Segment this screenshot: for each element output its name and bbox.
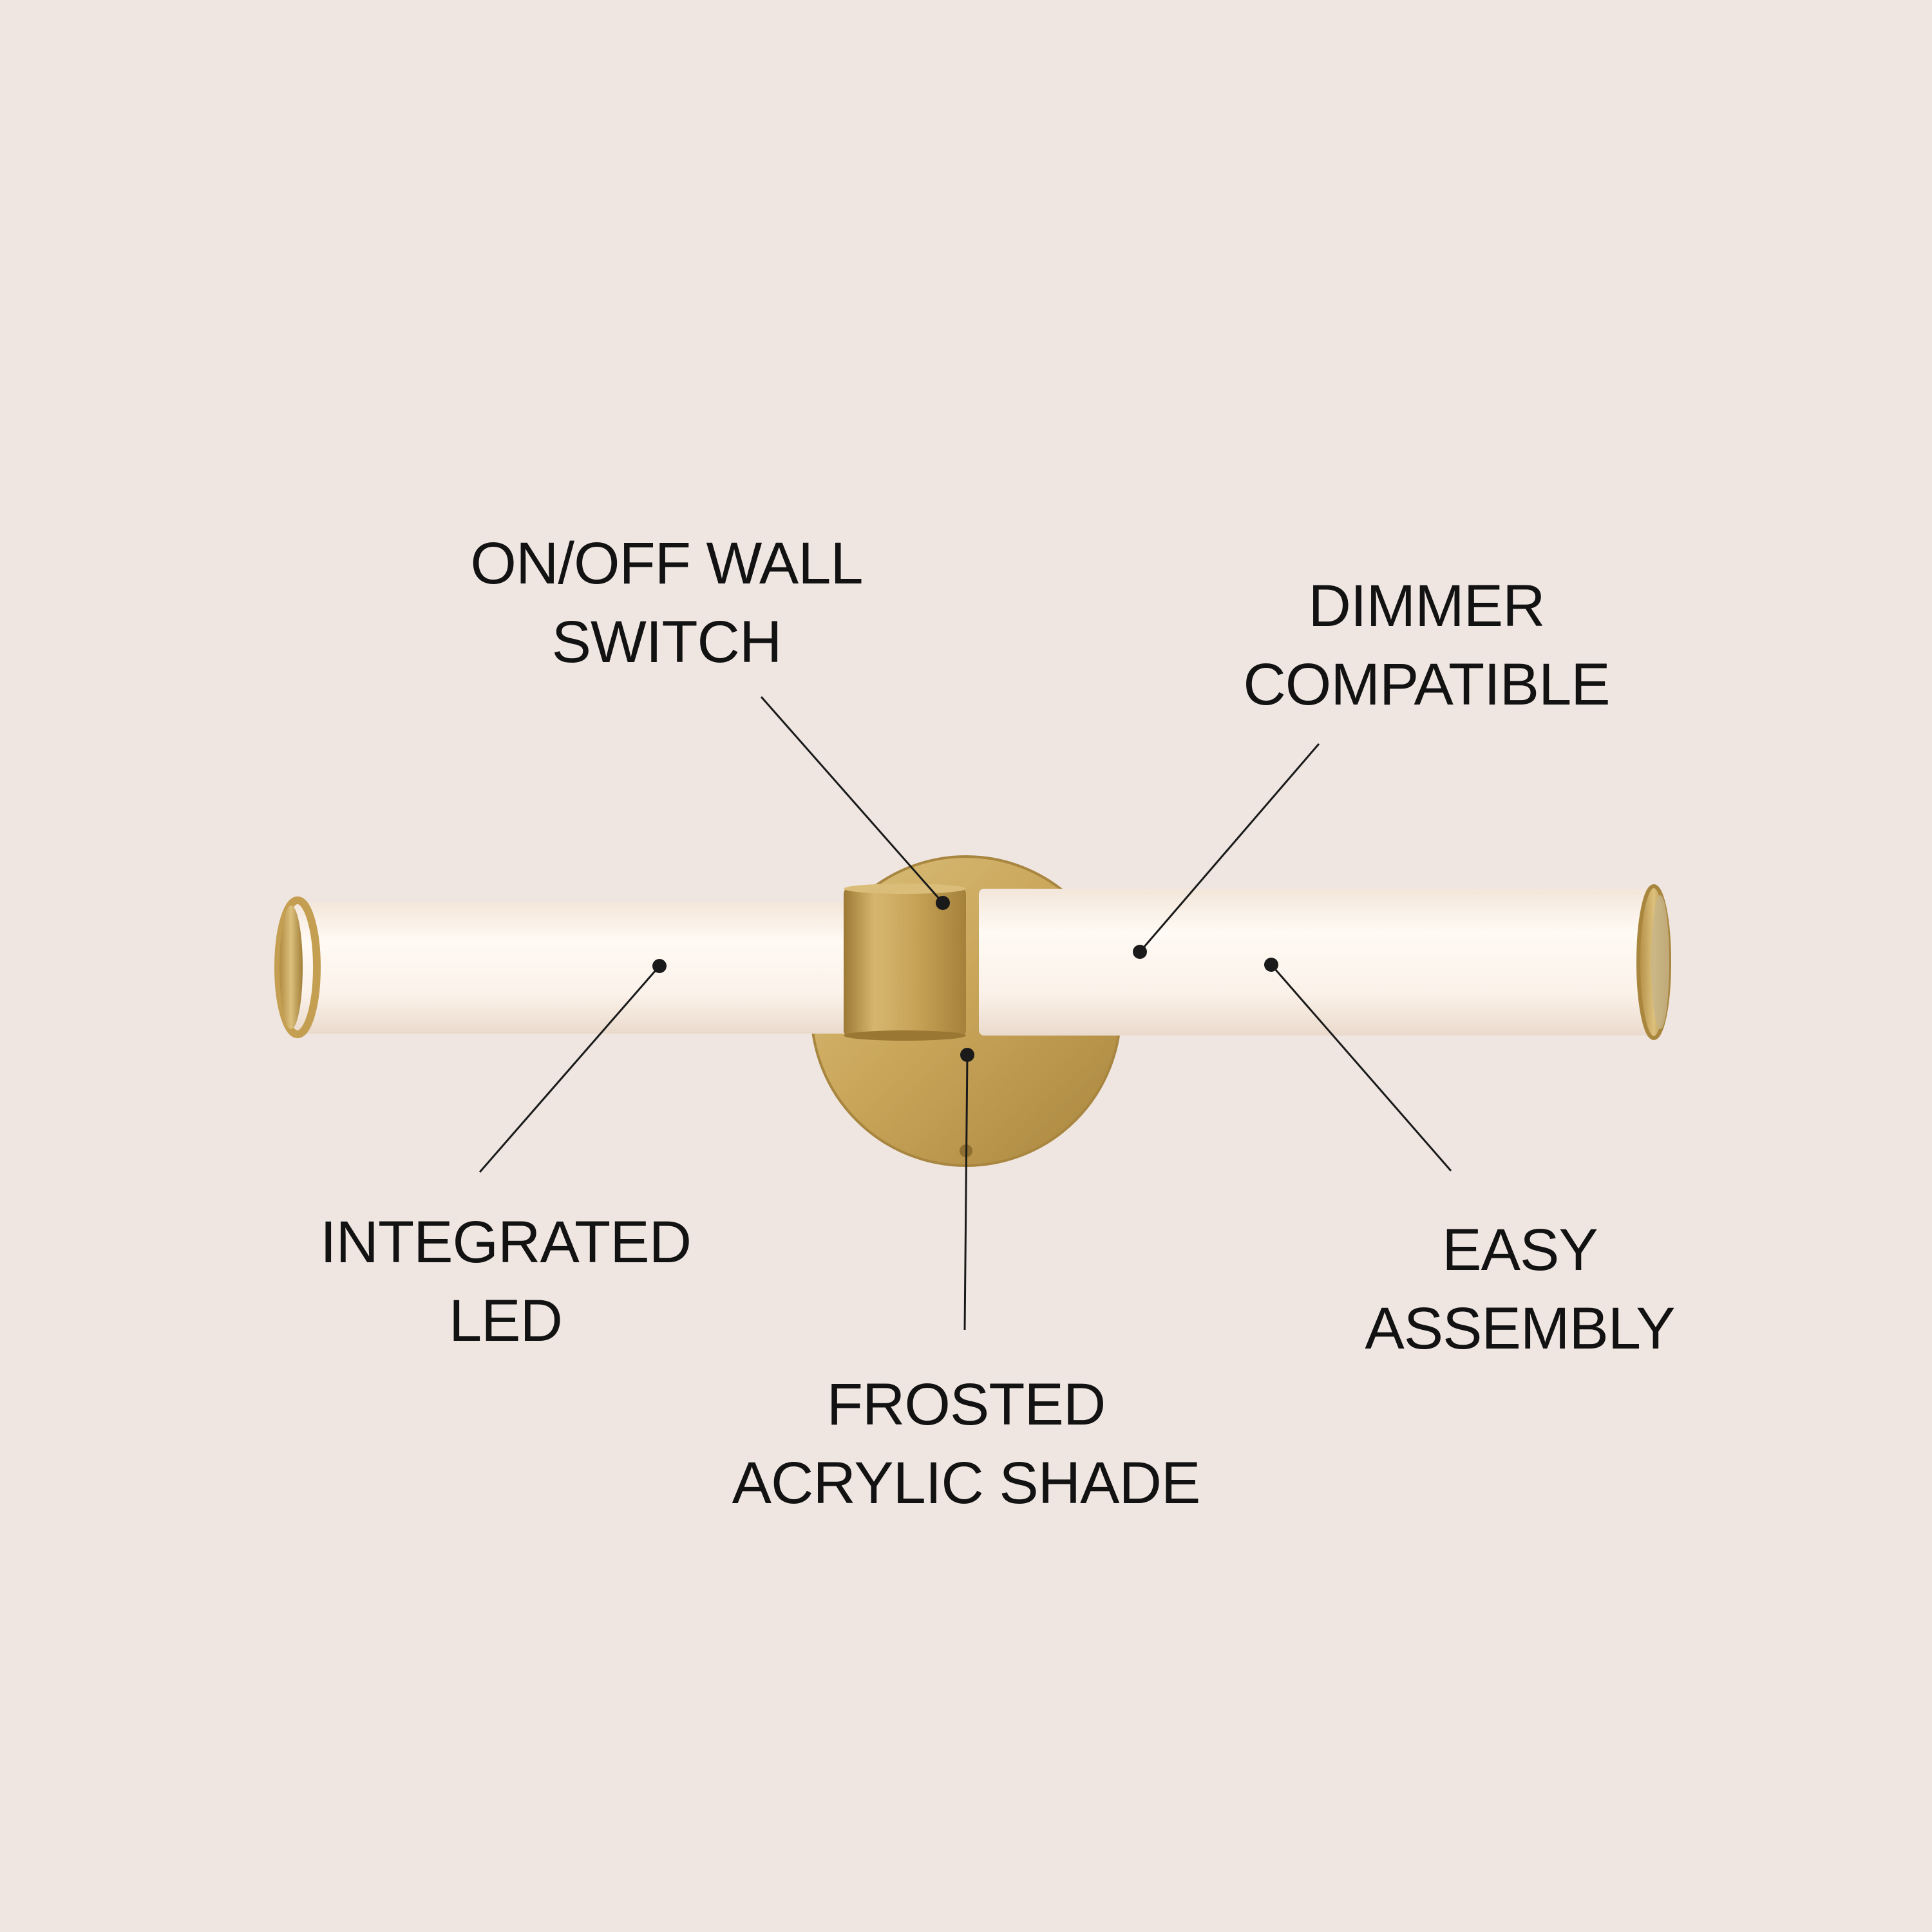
callout-lines xyxy=(478,696,1452,1331)
callout-shade: FROSTED ACRYLIC SHADE xyxy=(715,1365,1217,1522)
shade-left xyxy=(274,896,869,1038)
callout-dimmer-line-1: DIMMER xyxy=(1308,573,1545,639)
callout-shade-line-2: ACRYLIC SHADE xyxy=(732,1450,1201,1516)
callout-shade-line-1: FROSTED xyxy=(826,1372,1106,1437)
led-dot xyxy=(652,959,667,973)
assembly-leader-line xyxy=(1270,964,1452,1171)
switch-leader-line xyxy=(760,696,944,904)
callout-dimmer: DIMMER COMPATIBLE xyxy=(1217,567,1636,724)
callout-led: INTEGRATED LED xyxy=(299,1203,712,1360)
shade-leader-line xyxy=(963,1054,969,1331)
dimmer-dot xyxy=(1133,945,1147,959)
dimmer-leader-line xyxy=(1139,743,1320,952)
callout-assembly: EASY ASSEMBLY xyxy=(1346,1211,1694,1368)
callout-switch-line-1: ON/OFF WALL xyxy=(470,531,863,596)
callout-switch: ON/OFF WALL SWITCH xyxy=(451,524,882,681)
callout-switch-line-2: SWITCH xyxy=(551,609,782,675)
callout-assembly-line-2: ASSEMBLY xyxy=(1365,1296,1675,1361)
callout-assembly-line-1: EASY xyxy=(1442,1217,1598,1283)
callout-led-line-2: LED xyxy=(449,1288,563,1354)
shade-dot xyxy=(960,1048,974,1062)
led-leader-line xyxy=(478,965,661,1173)
callout-dimmer-line-2: COMPATIBLE xyxy=(1243,652,1610,717)
assembly-dot xyxy=(1264,958,1278,972)
switch-dot xyxy=(936,896,950,910)
callout-led-line-1: INTEGRATED xyxy=(319,1209,692,1275)
shade-right xyxy=(979,884,1671,1040)
center-collar xyxy=(844,884,966,1041)
